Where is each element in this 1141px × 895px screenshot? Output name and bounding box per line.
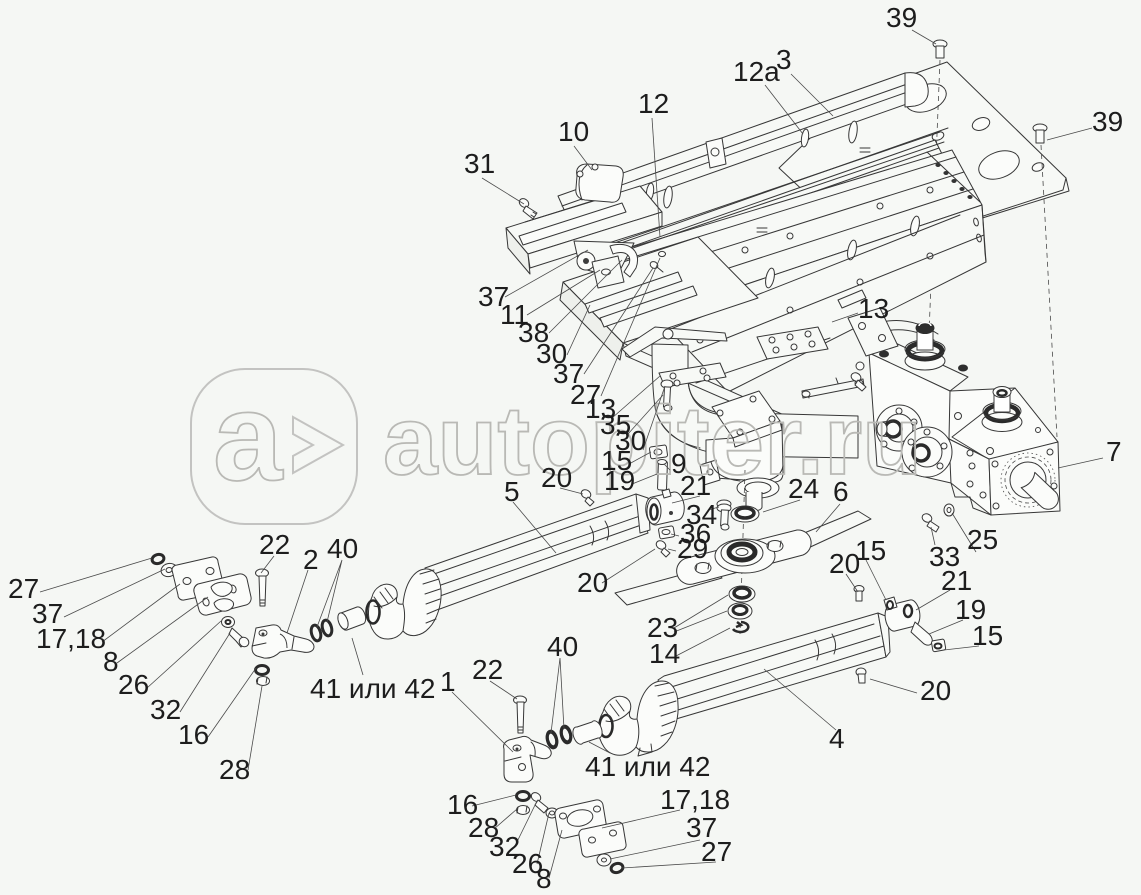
svg-text:27: 27: [701, 836, 732, 867]
svg-text:13: 13: [585, 393, 616, 424]
svg-text:2: 2: [303, 544, 319, 575]
svg-text:11: 11: [500, 299, 529, 330]
svg-text:22: 22: [259, 529, 290, 560]
svg-text:30: 30: [536, 338, 567, 369]
svg-text:17,18: 17,18: [36, 623, 106, 654]
svg-text:7: 7: [1106, 436, 1122, 467]
svg-text:39: 39: [886, 2, 917, 33]
svg-text:22: 22: [472, 654, 503, 685]
svg-text:17,18: 17,18: [660, 784, 730, 815]
svg-text:40: 40: [327, 533, 358, 564]
svg-text:41 или 42: 41 или 42: [585, 751, 710, 782]
svg-text:37: 37: [686, 812, 717, 843]
svg-text:16: 16: [447, 789, 478, 820]
svg-text:20: 20: [577, 567, 608, 598]
svg-text:3: 3: [776, 44, 792, 75]
svg-text:29: 29: [677, 533, 708, 564]
svg-text:20: 20: [920, 675, 951, 706]
svg-text:1: 1: [440, 666, 456, 697]
svg-text:21: 21: [941, 565, 972, 596]
svg-text:8: 8: [536, 863, 552, 894]
svg-text:31: 31: [464, 148, 495, 179]
svg-text:13: 13: [858, 293, 889, 324]
svg-text:6: 6: [833, 476, 849, 507]
svg-text:41 или 42: 41 или 42: [310, 673, 435, 704]
svg-text:26: 26: [118, 669, 149, 700]
svg-text:14: 14: [649, 638, 680, 669]
svg-text:19: 19: [955, 594, 986, 625]
svg-text:35: 35: [600, 409, 631, 440]
svg-text:a: a: [213, 368, 284, 507]
svg-text:27: 27: [570, 379, 601, 410]
svg-text:39: 39: [1092, 106, 1123, 137]
svg-text:28: 28: [468, 812, 499, 843]
svg-text:37: 37: [553, 358, 584, 389]
svg-text:40: 40: [547, 631, 578, 662]
svg-text:34: 34: [686, 499, 717, 530]
svg-text:32: 32: [489, 831, 520, 862]
svg-text:12: 12: [638, 88, 669, 119]
svg-text:33: 33: [929, 541, 960, 572]
svg-text:36: 36: [680, 518, 711, 549]
svg-text:26: 26: [512, 848, 543, 879]
svg-text:8: 8: [103, 646, 119, 677]
svg-text:28: 28: [219, 754, 250, 785]
svg-text:37: 37: [32, 598, 63, 629]
svg-text:24: 24: [788, 473, 819, 504]
svg-text:25: 25: [967, 524, 998, 555]
svg-text:15: 15: [972, 620, 1003, 651]
svg-text:30: 30: [615, 425, 646, 456]
svg-text:12а: 12а: [733, 56, 780, 87]
svg-text:21: 21: [680, 470, 711, 501]
svg-text:19: 19: [604, 465, 635, 496]
svg-text:27: 27: [8, 573, 39, 604]
svg-text:4: 4: [829, 723, 845, 754]
svg-text:32: 32: [150, 694, 181, 725]
svg-text:20: 20: [541, 462, 572, 493]
svg-text:37: 37: [478, 281, 509, 312]
svg-text:5: 5: [504, 476, 520, 507]
svg-text:23: 23: [647, 612, 678, 643]
svg-text:38: 38: [518, 317, 549, 348]
svg-text:autopiter.ru: autopiter.ru: [383, 386, 922, 495]
svg-text:10: 10: [558, 116, 589, 147]
svg-text:16: 16: [178, 719, 209, 750]
svg-text:15: 15: [601, 445, 632, 476]
svg-text:9: 9: [671, 448, 687, 479]
svg-text:20: 20: [829, 548, 860, 579]
svg-text:15: 15: [855, 535, 886, 566]
